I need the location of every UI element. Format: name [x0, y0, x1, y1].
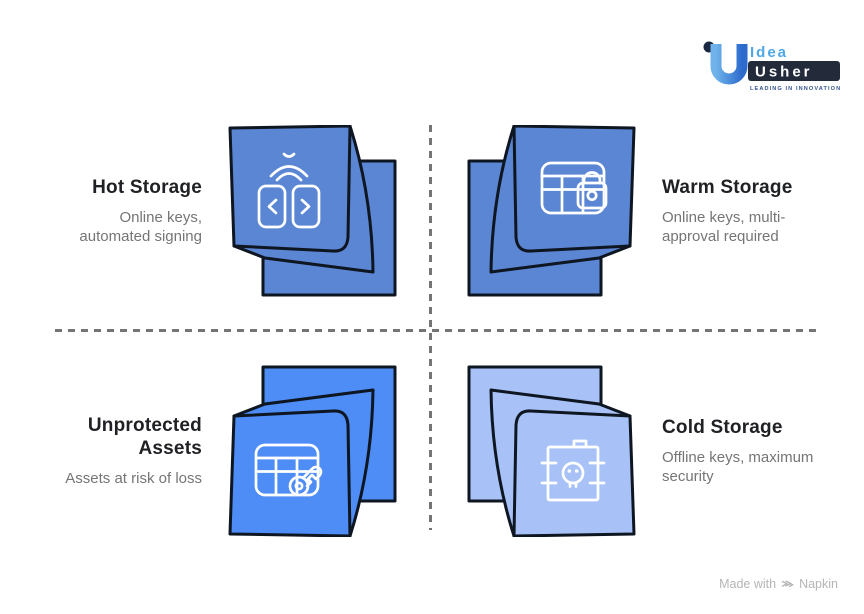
- quadrant-divider-vertical: [429, 125, 432, 530]
- hot-storage-title: Hot Storage: [92, 177, 202, 198]
- cold-storage-cube-illustration: [467, 365, 636, 537]
- signing-panels-signal-icon: [257, 152, 321, 229]
- napkin-logo-icon: [781, 580, 794, 587]
- warm-storage-description: Online keys, multi- approval required: [662, 209, 786, 246]
- barrel-skull-icon: [540, 439, 606, 502]
- key-glyph: [288, 465, 323, 497]
- quadrant-hot-storage: Hot Storage Online keys, automated signi…: [30, 176, 202, 246]
- table-lock-icon: [540, 161, 608, 215]
- hot-storage-description: Online keys, automated signing: [79, 209, 202, 246]
- cold-storage-description: Offline keys, maximum security: [662, 449, 814, 486]
- quadrant-unprotected-assets: Unprotected Assets Assets at risk of los…: [30, 414, 202, 488]
- quadrant-divider-horizontal: [55, 329, 817, 332]
- quadrant-cold-storage: Cold Storage Offline keys, maximum secur…: [662, 416, 834, 486]
- idea-usher-logo: Idea Usher LEADING IN INNOVATION: [703, 41, 841, 92]
- unprotected-assets-title: Unprotected Assets: [87, 415, 202, 460]
- cold-storage-title: Cold Storage: [662, 417, 783, 438]
- warm-storage-title: Warm Storage: [662, 177, 793, 198]
- table-key-icon: [254, 443, 323, 497]
- logo-badge: [748, 61, 840, 81]
- logo-brand-top: Idea: [750, 44, 788, 61]
- napkin-brand-label: Napkin: [799, 577, 838, 591]
- warm-storage-cube-illustration: [467, 125, 636, 297]
- napkin-attribution: Made with Napkin: [719, 577, 838, 591]
- idea-usher-logo-u-icon: [703, 41, 748, 85]
- hot-storage-cube-illustration: [228, 125, 397, 297]
- logo-brand-bottom: Usher: [755, 64, 813, 81]
- unprotected-assets-cube-illustration: [228, 365, 397, 537]
- unprotected-assets-description: Assets at risk of loss: [65, 470, 202, 488]
- logo-tagline: LEADING IN INNOVATION: [750, 86, 841, 92]
- lock-glyph: [576, 171, 608, 210]
- made-with-label: Made with: [719, 577, 777, 591]
- quadrant-warm-storage: Warm Storage Online keys, multi- approva…: [662, 176, 827, 246]
